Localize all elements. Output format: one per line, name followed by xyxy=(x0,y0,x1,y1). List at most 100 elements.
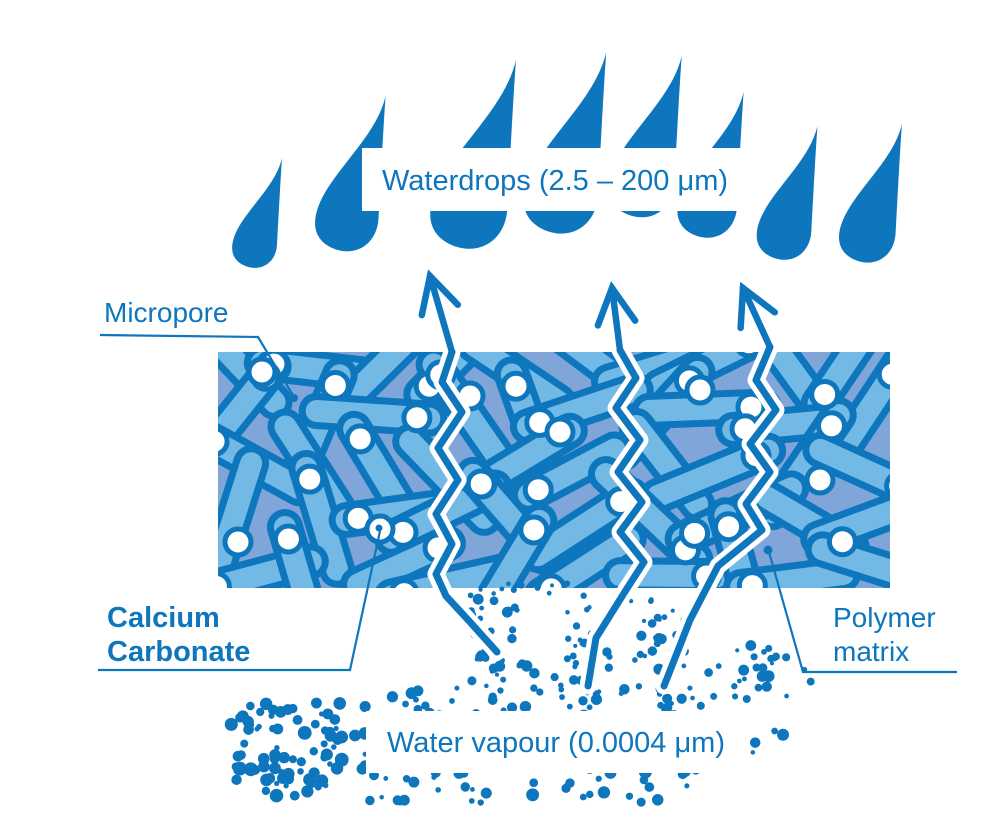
vapour-dot xyxy=(602,647,612,657)
vapour-dot xyxy=(715,663,722,669)
vapour-dot xyxy=(516,662,523,669)
vapour-dot xyxy=(526,788,540,802)
vapour-dot xyxy=(335,730,349,744)
vapour-dot xyxy=(494,660,506,672)
vapour-dot xyxy=(475,651,486,662)
vapour-dot xyxy=(243,762,258,777)
vapour-dot xyxy=(256,723,262,730)
vapour-dot xyxy=(636,650,644,659)
vapour-dot xyxy=(749,737,761,748)
vapour-dot xyxy=(696,701,705,710)
vapour-dot xyxy=(242,715,254,728)
arrow-shaft xyxy=(426,272,456,356)
vapour-dot xyxy=(595,775,602,782)
micropore-circle xyxy=(804,464,836,496)
vapour-dot xyxy=(506,581,511,587)
vapour-dot xyxy=(530,684,538,692)
arrow-up xyxy=(418,269,506,661)
vapour-dot xyxy=(311,697,322,709)
vapour-dot xyxy=(765,644,773,653)
vapour-dot xyxy=(653,613,662,622)
vapour-dot xyxy=(761,681,772,692)
vapour-dot xyxy=(224,717,238,731)
vapour-dot xyxy=(231,774,242,786)
vapour-dot xyxy=(260,773,273,787)
vapour-dot xyxy=(684,783,690,789)
vapour-dot xyxy=(256,707,265,717)
vapour-dot xyxy=(491,591,496,596)
micropore-circle xyxy=(389,578,419,588)
vapour-dot xyxy=(480,787,492,799)
vapour-dot xyxy=(632,657,638,663)
vapour-dot xyxy=(777,728,790,741)
vapour-dot xyxy=(320,740,328,748)
micropore-circle xyxy=(736,570,768,588)
vapour-dot xyxy=(590,693,603,706)
vapour-dot xyxy=(500,676,507,683)
micropores xyxy=(218,352,890,588)
vapour-dot xyxy=(597,786,611,799)
vapour-dot xyxy=(572,664,578,670)
arrow-shaft-zigzag xyxy=(584,346,648,690)
vapour-dot xyxy=(690,695,695,701)
vapour-dot xyxy=(580,592,587,599)
micropore-circle xyxy=(344,423,376,455)
micropore-circle xyxy=(876,358,890,390)
waterdrop-icon xyxy=(838,124,902,263)
arrow-up xyxy=(655,281,785,695)
vapour-dot xyxy=(745,640,757,651)
vapour-dot xyxy=(517,581,525,589)
vapour-dot xyxy=(529,667,540,679)
vapour-dot xyxy=(240,739,249,748)
vapour-dot xyxy=(310,719,320,729)
vapour-dot xyxy=(635,683,643,690)
waterdrop-icon xyxy=(756,126,818,260)
vapour-dot xyxy=(563,655,571,663)
vapour-dot xyxy=(628,598,634,604)
vapour-dot xyxy=(604,663,613,672)
vapour-dot xyxy=(563,580,571,587)
vapour-dot xyxy=(499,586,505,592)
vapour-dot xyxy=(356,763,369,775)
micropore-pointer-line xyxy=(99,333,295,398)
vapour-dot xyxy=(292,715,303,725)
vapour-dot xyxy=(301,785,314,798)
vapour-dot xyxy=(514,607,520,613)
vapour-dot xyxy=(652,794,664,806)
vapour-dot xyxy=(484,683,489,689)
vapour-dot xyxy=(489,596,499,606)
vapour-dot xyxy=(233,764,244,776)
waterdrops-label: Waterdrops (2.5 – 200 μm) xyxy=(382,165,728,197)
vapour-dot xyxy=(269,788,284,803)
vapour-dot xyxy=(289,790,300,801)
vapour-dot xyxy=(636,630,647,641)
vapour-dot xyxy=(421,701,430,710)
arrow-head xyxy=(418,269,462,319)
vapour-dot xyxy=(704,668,714,677)
vapour-dot xyxy=(467,676,477,686)
vapour-dot xyxy=(546,590,552,596)
vapour-dot xyxy=(510,586,517,593)
vapour-dot xyxy=(736,678,742,684)
vapour-dot xyxy=(536,688,544,696)
vapour-dot xyxy=(784,693,789,699)
vapour-dot xyxy=(329,714,341,725)
calcium-carbonate-rod xyxy=(218,452,263,579)
vapour-dot xyxy=(278,768,285,776)
vapour-dot xyxy=(243,724,254,735)
micropore-circle xyxy=(736,352,762,359)
vapour-dot xyxy=(647,619,657,628)
vapour-dot xyxy=(303,773,316,787)
arrow-shaft-zigzag xyxy=(660,343,780,690)
micropore-circle xyxy=(218,426,230,457)
vapour-dot xyxy=(259,697,273,711)
vapour-dot xyxy=(550,673,559,682)
vapour-dot xyxy=(520,660,533,672)
vapour-dot xyxy=(559,694,565,700)
vapour-dot xyxy=(625,792,634,800)
vapour-dot xyxy=(568,675,579,685)
micropore-circle xyxy=(246,356,278,388)
vapour-dot xyxy=(771,727,779,735)
vapour-dot xyxy=(741,676,747,682)
